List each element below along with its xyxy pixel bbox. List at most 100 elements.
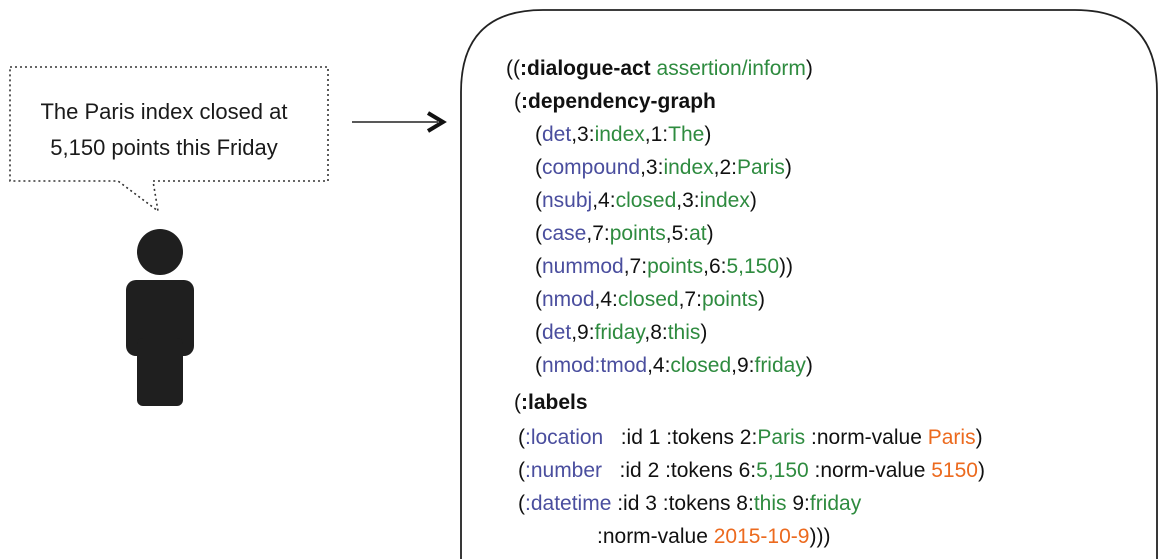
code-token: 2015-10-9: [713, 525, 810, 548]
code-token: friday: [594, 321, 645, 344]
code-token: nmod:tmod: [542, 354, 648, 377]
code-token: :norm-value: [805, 426, 928, 449]
code-token: det: [542, 123, 572, 146]
code-token: ): [704, 123, 712, 146]
code-token: 5,150: [726, 255, 780, 278]
code-token: nsubj: [542, 189, 593, 212]
utterance-line-1: The Paris index closed at: [40, 99, 288, 124]
code-token: ((: [506, 57, 520, 80]
code-token: ,7:: [586, 222, 610, 245]
code-token: ,4:: [594, 288, 618, 311]
code-line-label-datetime: (:datetime :id 3 :tokens 8:this 9:friday: [518, 490, 861, 518]
code-token: (: [514, 391, 521, 414]
code-token: points: [609, 222, 666, 245]
code-token: at: [689, 222, 707, 245]
code-token: :id 2 :tokens 6:: [602, 459, 757, 482]
code-token: :id 3 :tokens 8:: [611, 492, 754, 515]
code-line-dep-nummod: (nummod,7:points,6:5,150)): [535, 253, 793, 281]
code-token: Paris: [757, 426, 806, 449]
code-token: Paris: [927, 426, 976, 449]
code-token: ,2:: [713, 156, 737, 179]
code-token: points: [647, 255, 704, 278]
code-token: Paris: [737, 156, 785, 179]
code-token: 9:: [786, 492, 810, 515]
code-token: (: [535, 189, 542, 212]
code-token: (: [518, 426, 525, 449]
code-line-dep-case: (case,7:points,5:at): [535, 220, 714, 248]
code-token: nummod: [542, 255, 624, 278]
code-token: (: [518, 459, 525, 482]
person-icon: [126, 229, 194, 406]
code-line-label-location: (:location :id 1 :tokens 2:Paris :norm-v…: [518, 424, 983, 452]
code-token: :norm-value: [597, 525, 714, 548]
utterance-line-2: 5,150 points this Friday: [50, 135, 278, 160]
code-token: ): [706, 222, 714, 245]
code-line-labels: (:labels: [514, 389, 588, 417]
code-token: ): [805, 57, 813, 80]
code-token: ): [749, 189, 757, 212]
code-token: ,4:: [647, 354, 671, 377]
code-line-dep-nmod-tmod: (nmod:tmod,4:closed,9:friday): [535, 352, 813, 380]
code-token: case: [542, 222, 587, 245]
code-token: (: [535, 255, 542, 278]
code-line-dep-nsubj: (nsubj,4:closed,3:index): [535, 187, 757, 215]
code-token: closed: [617, 288, 679, 311]
code-token: ,3:: [571, 123, 595, 146]
code-token: friday: [809, 492, 862, 515]
code-token: ,5:: [665, 222, 690, 245]
code-token: ,7:: [678, 288, 702, 311]
code-token: :norm-value: [808, 459, 932, 482]
code-token: (: [535, 156, 542, 179]
code-token: ,6:: [703, 255, 727, 278]
code-token: assertion/inform: [650, 57, 806, 80]
code-token: ): [758, 288, 765, 311]
code-token: ): [977, 459, 985, 482]
code-token: ))): [809, 525, 831, 548]
code-token: The: [668, 123, 705, 146]
code-token: nmod: [542, 288, 595, 311]
code-token: ,1:: [644, 123, 669, 146]
code-token: ): [975, 426, 983, 449]
code-line-label-number: (:number :id 2 :tokens 6:5,150 :norm-val…: [518, 457, 985, 485]
code-token: :dependency-graph: [521, 90, 716, 113]
code-token: this: [667, 321, 701, 344]
code-token: (: [535, 321, 542, 344]
code-token: )): [779, 255, 794, 278]
code-token: (: [514, 90, 521, 113]
utterance-text: The Paris index closed at 5,150 points t…: [14, 94, 314, 166]
code-token: :dialogue-act: [520, 57, 651, 80]
code-token: (: [535, 123, 542, 146]
code-line-dep-det-2: (det,9:friday,8:this): [535, 319, 707, 347]
code-token: this: [753, 492, 787, 515]
code-token: closed: [670, 354, 732, 377]
code-token: ): [700, 321, 708, 344]
code-token: ,8:: [644, 321, 668, 344]
code-line-label-norm-value: :norm-value 2015-10-9))): [597, 523, 830, 551]
code-token: 5150: [931, 459, 978, 482]
code-line-dep-nmod: (nmod,4:closed,7:points): [535, 286, 765, 314]
code-token: :id 1 :tokens 2:: [603, 426, 758, 449]
code-token: (: [535, 222, 542, 245]
code-token: ,4:: [592, 189, 616, 212]
code-token: :labels: [521, 391, 588, 414]
code-line-dependency-graph: (:dependency-graph: [514, 88, 716, 116]
code-token: :number: [525, 459, 603, 482]
code-token: (: [535, 288, 542, 311]
arrow-right-icon: [352, 111, 447, 133]
code-token: ,9:: [571, 321, 595, 344]
code-token: :location: [525, 426, 604, 449]
code-token: :datetime: [525, 492, 612, 515]
speech-bubble-icon: [9, 66, 329, 213]
code-line-dialogue-act: ((:dialogue-act assertion/inform): [506, 55, 813, 83]
code-token: ): [805, 354, 813, 377]
code-token: compound: [542, 156, 641, 179]
code-token: index: [699, 189, 750, 212]
code-token: det: [542, 321, 572, 344]
code-token: (: [518, 492, 525, 515]
code-token: ,3:: [640, 156, 664, 179]
code-token: friday: [754, 354, 806, 377]
code-line-dep-det: (det,3:index,1:The): [535, 121, 711, 149]
code-token: closed: [615, 189, 677, 212]
code-token: ): [784, 156, 792, 179]
